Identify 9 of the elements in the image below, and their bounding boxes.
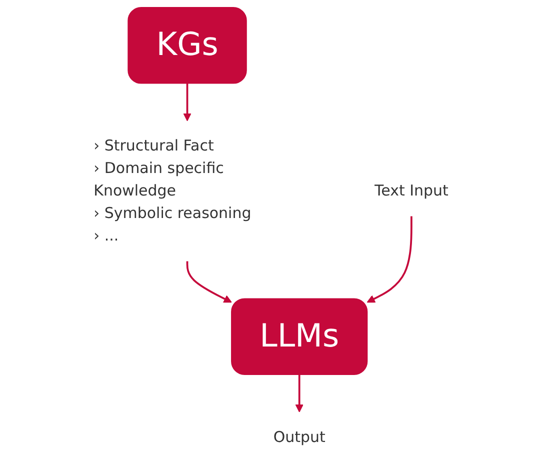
node-box: KGs [128, 7, 247, 84]
node-text: › Structural Fact › Domain specific Knowledge › Symbolic reasoning › ... [94, 136, 252, 244]
node-text: Output [273, 428, 326, 446]
arrow [295, 374, 304, 412]
node-box: LLMs [231, 298, 368, 375]
arrow [183, 83, 192, 122]
arrow [366, 216, 412, 303]
node-text: Text Input [374, 182, 448, 200]
arrow [186, 261, 232, 303]
